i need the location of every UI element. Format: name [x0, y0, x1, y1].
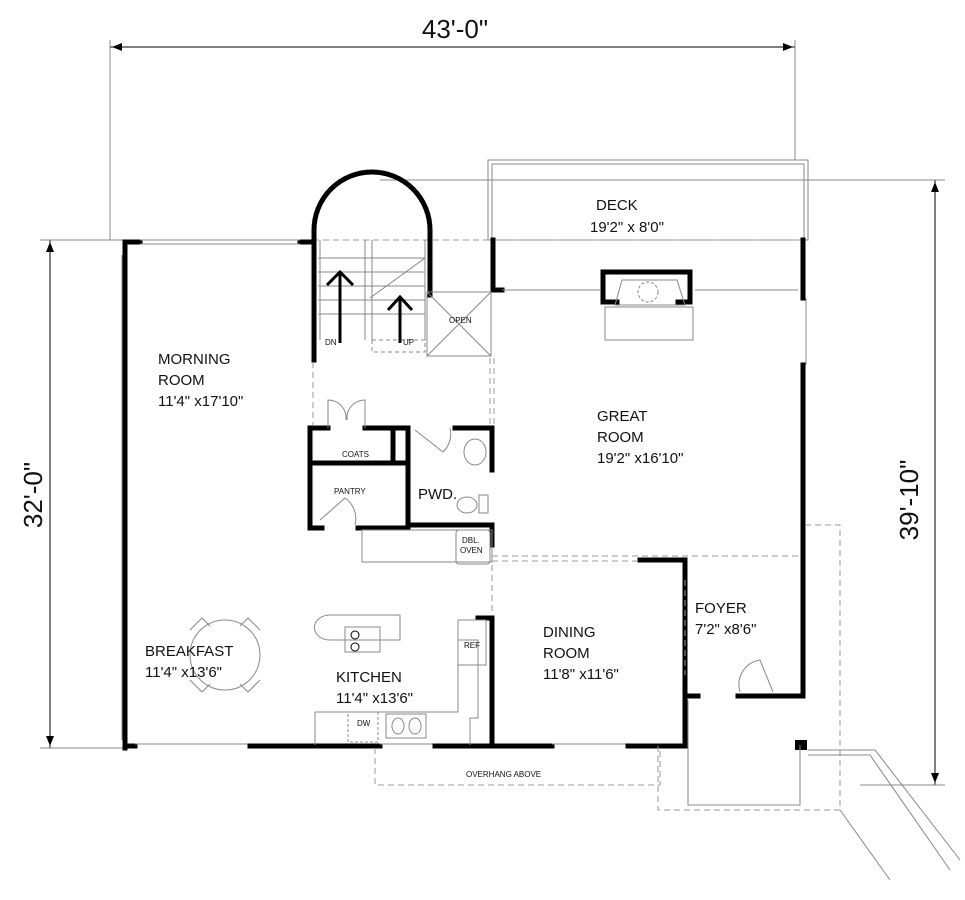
deck-size: 19'2" x 8'0": [590, 219, 664, 236]
overall-depth-right-label: 39'-10": [894, 460, 924, 541]
overall-width-label: 43'-0": [422, 14, 488, 44]
overhang-label: OVERHANG ABOVE: [466, 770, 541, 779]
dining-room-size: 11'8" x11'6": [543, 666, 619, 683]
great-room-label: GREAT: [597, 408, 648, 425]
breakfast-size: 11'4" x13'6": [145, 664, 222, 681]
walls: [121, 169, 961, 881]
overall-depth-left-label: 32'-0": [18, 462, 48, 528]
deck-label: DECK: [596, 197, 638, 214]
morning-room-label: MORNING: [158, 351, 231, 368]
foyer-label: FOYER: [695, 600, 747, 617]
kitchen-size: 11'4" x13'6": [336, 690, 413, 707]
dbl-oven-label-2: OVEN: [460, 546, 483, 555]
dining-room-label-2: ROOM: [543, 645, 590, 662]
deck-outline: [313, 159, 809, 241]
foyer-size: 7'2" x8'6": [695, 621, 756, 638]
kitchen-label: KITCHEN: [336, 669, 402, 686]
ref-label: REF: [464, 641, 480, 650]
stair-down-label: DN: [325, 338, 337, 347]
great-room-size: 19'2" x16'10": [597, 450, 683, 467]
dbl-oven-label: DBL.: [462, 536, 480, 545]
powder-room-label: PWD.: [418, 486, 457, 503]
morning-room-label-2: ROOM: [158, 372, 205, 389]
dining-room-label: DINING: [543, 624, 596, 641]
great-room-label-2: ROOM: [597, 429, 644, 446]
coats-label: COATS: [342, 450, 369, 459]
pantry-label: PANTRY: [334, 487, 366, 496]
dimension-lines: [40, 40, 945, 786]
open-label: OPEN: [449, 316, 472, 325]
dw-label: DW: [357, 719, 371, 728]
stair-up-label: UP: [403, 338, 414, 347]
morning-room-size: 11'4" x17'10": [158, 393, 243, 410]
breakfast-label: BREAKFAST: [145, 643, 233, 660]
